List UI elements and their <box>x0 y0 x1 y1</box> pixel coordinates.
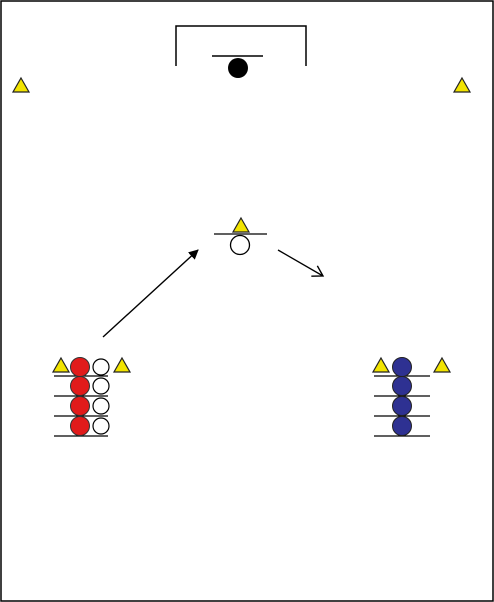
right-queue <box>371 356 452 437</box>
cone-icon-left-inner <box>112 356 132 373</box>
left-queue <box>51 356 132 437</box>
white-player-center <box>229 234 251 256</box>
white-player <box>92 358 110 376</box>
cone-icon-right-inner <box>371 356 391 373</box>
goal <box>175 25 307 78</box>
cone-icon-left-outer <box>51 356 71 373</box>
cone-icon-top-right <box>452 76 472 93</box>
red-player <box>70 396 90 416</box>
blue-player <box>392 376 412 396</box>
white-player <box>92 397 110 415</box>
white-player <box>92 377 110 395</box>
ball-icon <box>228 58 248 78</box>
cones-corner <box>11 76 472 93</box>
cone-icon-top-left <box>11 76 31 93</box>
blue-player <box>392 416 412 436</box>
red-player <box>70 376 90 396</box>
center-station <box>214 216 267 256</box>
run-arrow <box>277 249 325 277</box>
red-player <box>70 357 90 377</box>
cone-icon-right-outer <box>432 356 452 373</box>
blue-player <box>392 396 412 416</box>
blue-player <box>392 357 412 377</box>
arrows <box>102 249 325 338</box>
white-player <box>92 417 110 435</box>
goal-frame <box>175 25 307 66</box>
red-player <box>70 416 90 436</box>
pass-arrow <box>102 249 199 338</box>
cone-icon-center <box>231 216 251 233</box>
